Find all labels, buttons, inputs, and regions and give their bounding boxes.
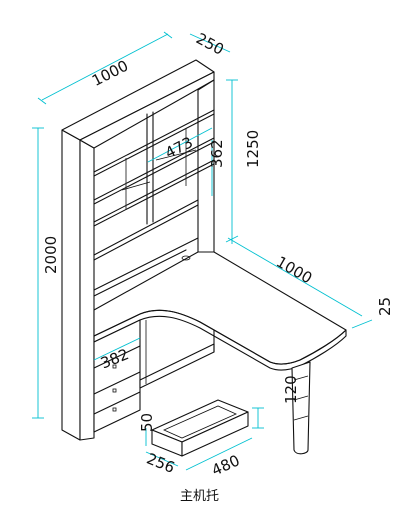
shelf-2-edge [93, 141, 215, 205]
label-tray-width: 480 [209, 451, 242, 479]
label-total-height: 2000 [42, 236, 60, 274]
dim-line-desk-width [227, 237, 363, 317]
back-panel-edge [93, 249, 187, 297]
dim-line-depth [189, 33, 231, 53]
drawer-divider-2 [93, 371, 141, 395]
desk-edge [93, 309, 347, 371]
bookcase [61, 59, 215, 441]
label-desk-thickness: 25 [376, 297, 394, 316]
shelf-4-edge [93, 204, 199, 261]
drawer-cabinet [93, 319, 215, 433]
back-panel-top [93, 237, 199, 291]
desk-leg [291, 361, 311, 455]
cable-hole [181, 255, 191, 261]
inner-shelf-line [121, 181, 151, 191]
label-tray-depth: 256 [144, 449, 177, 476]
dim-line-drawer-width [93, 337, 141, 361]
label-top-width: 1000 [89, 57, 131, 90]
cabinet-front [93, 319, 141, 433]
drawer-divider-1 [93, 345, 141, 369]
top-board [61, 59, 215, 141]
dim-line-shelf-width [147, 127, 213, 163]
label-shelf-width: 473 [162, 133, 196, 162]
left-side-panel [61, 129, 81, 441]
label-desk-width: 1000 [273, 253, 315, 288]
dim-line-desk-thickness [351, 319, 373, 329]
shelf-3-edge [93, 163, 215, 227]
drawer-knob [112, 364, 117, 369]
leg-band [293, 375, 309, 381]
under-desk-shelf [139, 343, 215, 389]
leg-body [291, 361, 311, 455]
dim-line-top-width [41, 33, 169, 101]
shelf-2 [93, 137, 215, 201]
label-tray-height: 120 [282, 375, 300, 404]
host-tray [151, 399, 249, 457]
shelf-1 [93, 109, 215, 173]
dim-line-tray-width [185, 437, 253, 471]
tray-inner [163, 405, 237, 439]
desk-top [93, 251, 347, 371]
shelf-1-edge [93, 113, 215, 177]
dimension-lines [32, 31, 373, 471]
drawer-divider-3 [93, 391, 141, 415]
caption-host-tray: 主机托 [180, 489, 219, 504]
drawer-knob [112, 407, 117, 412]
drawer-knob [112, 388, 117, 393]
shelf-3 [93, 159, 215, 223]
label-shelf-height: 362 [208, 139, 226, 168]
inner-shelf-line [155, 149, 197, 161]
left-side-front [79, 139, 95, 441]
label-tray-thickness: 50 [138, 413, 156, 432]
label-upper-height: 1250 [244, 130, 262, 168]
tray-front [181, 411, 249, 457]
leg-band [293, 415, 309, 421]
dim-line-tray-depth [145, 451, 179, 467]
shelf-4 [93, 199, 199, 256]
leg-band [293, 395, 309, 401]
label-depth: 250 [193, 29, 227, 58]
